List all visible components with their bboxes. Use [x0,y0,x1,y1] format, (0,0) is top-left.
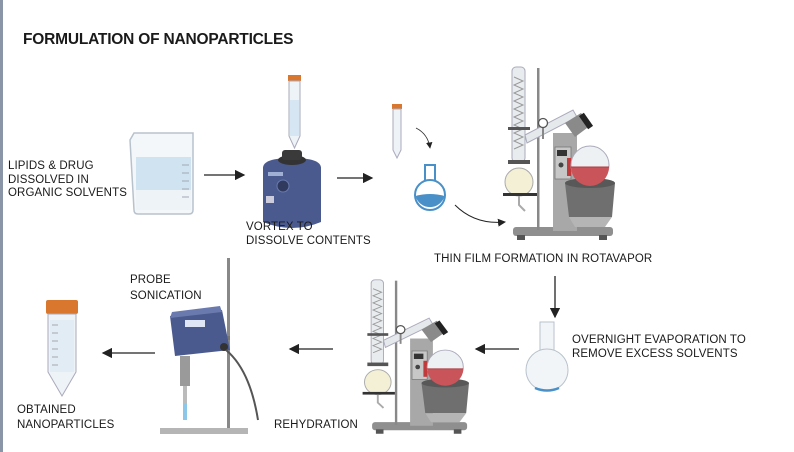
empty-round-flask [525,321,569,392]
label-line: SONICATION [130,290,202,302]
beaker-illustration [129,132,194,215]
label-line: OVERNIGHT EVAPORATION TO [572,334,746,346]
page-title: FORMULATION OF NANOPARTICLES [23,31,294,48]
left-border [0,0,3,452]
rotavapor-bottom [361,278,470,435]
rotavapor-top [502,66,616,241]
vortex-mixer [263,150,321,228]
label-vortex: VORTEX TO DISSOLVE CONTENTS [246,221,371,248]
label-rotavapor: THIN FILM FORMATION IN ROTAVAPOR [434,253,653,265]
falcon-tube [46,300,78,397]
label-line: PROBE [130,274,171,286]
label-line: OBTAINED [17,404,76,416]
label-line: ORGANIC SOLVENTS [8,187,127,199]
label-line: LIPIDS & DRUG [8,160,94,172]
label-line: DISSOLVE CONTENTS [246,234,371,247]
tube-above-vortex [288,75,301,150]
small-tube [392,104,402,160]
label-line: VORTEX TO [246,221,313,233]
label-evaporation: OVERNIGHT EVAPORATION TO REMOVE EXCESS S… [572,334,746,361]
label-line: DISSOLVED IN [8,173,89,186]
round-flask-blue [414,164,446,211]
label-obtained: OBTAINED NANOPARTICLES [17,403,114,433]
label-line: REMOVE EXCESS SOLVENTS [572,347,738,360]
label-rehydration: REHYDRATION [274,419,358,431]
label-sonication: PROBE SONICATION [130,272,202,304]
label-line: NANOPARTICLES [17,419,115,431]
probe-sonicator [160,258,259,434]
label-lipids: LIPIDS & DRUG DISSOLVED IN ORGANIC SOLVE… [8,160,127,201]
